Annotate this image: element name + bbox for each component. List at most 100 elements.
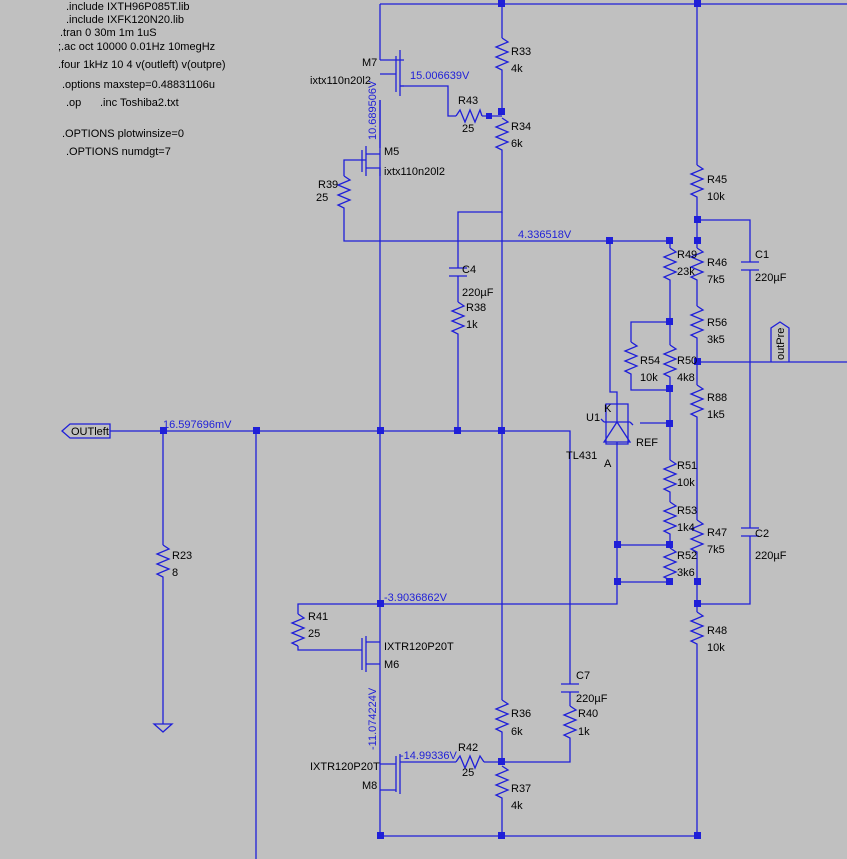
r39-name[interactable]: R39 bbox=[318, 179, 338, 191]
r38-value[interactable]: 1k bbox=[466, 319, 478, 331]
r42-value[interactable]: 25 bbox=[462, 767, 474, 779]
r53-value[interactable]: 1k4 bbox=[677, 522, 695, 534]
m8-value[interactable]: IXTR120P20T bbox=[310, 761, 380, 773]
r47-name[interactable]: R47 bbox=[707, 527, 727, 539]
r46-name[interactable]: R46 bbox=[707, 257, 727, 269]
R42-symbol bbox=[455, 754, 485, 770]
r41-value[interactable]: 25 bbox=[308, 628, 320, 640]
v-m6-drain: -11.074224V bbox=[367, 687, 379, 750]
r41-name[interactable]: R41 bbox=[308, 611, 328, 623]
r43-name[interactable]: R43 bbox=[458, 95, 478, 107]
c1-value[interactable]: 220µF bbox=[755, 272, 787, 284]
r54-name[interactable]: R54 bbox=[640, 355, 660, 367]
m7-name[interactable]: M7 bbox=[362, 57, 377, 69]
directive-0[interactable]: .include IXTH96P085T.lib bbox=[66, 1, 190, 13]
r33-value[interactable]: 4k bbox=[511, 63, 523, 75]
tl431-symbol bbox=[600, 403, 634, 445]
r48-value[interactable]: 10k bbox=[707, 642, 725, 654]
v-m8-gate: -14.99336V bbox=[400, 750, 458, 762]
c1-name[interactable]: C1 bbox=[755, 249, 769, 261]
R37-symbol bbox=[494, 765, 510, 808]
r37-name[interactable]: R37 bbox=[511, 783, 531, 795]
directive-8[interactable]: .OPTIONS plotwinsize=0 bbox=[62, 128, 184, 140]
m5-name[interactable]: M5 bbox=[384, 146, 399, 158]
port-outpre[interactable]: outPre bbox=[770, 321, 790, 362]
m5-value[interactable]: ixtx110n20l2 bbox=[384, 166, 445, 178]
r36-name[interactable]: R36 bbox=[511, 708, 531, 720]
r54-value[interactable]: 10k bbox=[640, 372, 658, 384]
r88-name[interactable]: R88 bbox=[707, 392, 727, 404]
r23-name[interactable]: R23 bbox=[172, 550, 192, 562]
r88-value[interactable]: 1k5 bbox=[707, 409, 725, 421]
r52-value[interactable]: 3k6 bbox=[677, 567, 695, 579]
r56-name[interactable]: R56 bbox=[707, 317, 727, 329]
r38-name[interactable]: R38 bbox=[466, 302, 486, 314]
junctions bbox=[160, 0, 701, 839]
r40-value[interactable]: 1k bbox=[578, 726, 590, 738]
r56-value[interactable]: 3k5 bbox=[707, 334, 725, 346]
r50-value[interactable]: 4k8 bbox=[677, 372, 695, 384]
r47-value[interactable]: 7k5 bbox=[707, 544, 725, 556]
directive-4[interactable]: .four 1kHz 10 4 v(outleft) v(outpre) bbox=[58, 59, 226, 71]
R36-symbol bbox=[494, 699, 510, 738]
R45-symbol bbox=[689, 164, 705, 208]
r23-value[interactable]: 8 bbox=[172, 567, 178, 579]
r51-name[interactable]: R51 bbox=[677, 460, 697, 472]
m8-name[interactable]: M8 bbox=[362, 780, 377, 792]
c7-value[interactable]: 220µF bbox=[576, 693, 608, 705]
u1-name[interactable]: U1 bbox=[586, 412, 600, 424]
r40-name[interactable]: R40 bbox=[578, 708, 598, 720]
directive-9[interactable]: .OPTIONS numdgt=7 bbox=[66, 146, 171, 158]
c2-value[interactable]: 220µF bbox=[755, 550, 787, 562]
R53-symbol bbox=[662, 501, 678, 538]
capacitor-symbols bbox=[449, 261, 759, 693]
r42-name[interactable]: R42 bbox=[458, 742, 478, 754]
R49-symbol bbox=[662, 247, 678, 285]
r43-value[interactable]: 25 bbox=[462, 123, 474, 135]
M8-symbol bbox=[380, 754, 401, 794]
m6-name[interactable]: M6 bbox=[384, 659, 399, 671]
mosfet-symbols bbox=[361, 50, 404, 794]
r48-name[interactable]: R48 bbox=[707, 625, 727, 637]
R43-symbol bbox=[455, 108, 483, 124]
r45-name[interactable]: R45 bbox=[707, 174, 727, 186]
R56-symbol bbox=[689, 305, 705, 348]
M6-symbol bbox=[361, 636, 380, 672]
c7-name[interactable]: C7 bbox=[576, 670, 590, 682]
c4-value[interactable]: 220µF bbox=[462, 287, 494, 299]
c2-name[interactable]: C2 bbox=[755, 528, 769, 540]
u1-pin-a: A bbox=[604, 458, 612, 470]
directive-1[interactable]: .include IXFK120N20.lib bbox=[66, 14, 184, 26]
m6-value[interactable]: IXTR120P20T bbox=[384, 641, 454, 653]
directive-3[interactable]: ;.ac oct 10000 0.01Hz 10megHz bbox=[58, 41, 215, 53]
r51-value[interactable]: 10k bbox=[677, 477, 695, 489]
r34-value[interactable]: 6k bbox=[511, 138, 523, 150]
R40-symbol bbox=[562, 705, 578, 740]
r36-value[interactable]: 6k bbox=[511, 726, 523, 738]
r49-value[interactable]: 23k bbox=[677, 266, 695, 278]
port-outleft-label: OUTleft bbox=[71, 426, 109, 438]
directive-6[interactable]: .op bbox=[66, 97, 81, 109]
R38-symbol bbox=[450, 301, 466, 340]
r33-name[interactable]: R33 bbox=[511, 46, 531, 58]
port-outleft[interactable]: OUTleft bbox=[61, 423, 111, 439]
directive-5[interactable]: .options maxstep=0.48831106u bbox=[62, 79, 215, 91]
r50-name[interactable]: R50 bbox=[677, 355, 697, 367]
r52-name[interactable]: R52 bbox=[677, 550, 697, 562]
m7-value[interactable]: ixtx110n20l2 bbox=[310, 75, 371, 87]
directive-7[interactable]: .inc Toshiba2.txt bbox=[100, 97, 179, 109]
r46-value[interactable]: 7k5 bbox=[707, 274, 725, 286]
directive-2[interactable]: .tran 0 30m 1m 1uS bbox=[60, 27, 157, 39]
r53-name[interactable]: R53 bbox=[677, 505, 697, 517]
r49-name[interactable]: R49 bbox=[677, 249, 697, 261]
r39-value[interactable]: 25 bbox=[316, 192, 328, 204]
r37-value[interactable]: 4k bbox=[511, 800, 523, 812]
r34-name[interactable]: R34 bbox=[511, 121, 531, 133]
R46-symbol bbox=[689, 247, 705, 290]
c4-name[interactable]: C4 bbox=[462, 264, 476, 276]
r45-value[interactable]: 10k bbox=[707, 191, 725, 203]
u1-value[interactable]: TL431 bbox=[566, 450, 597, 462]
R23-symbol bbox=[155, 544, 171, 585]
R54-symbol bbox=[623, 341, 639, 385]
